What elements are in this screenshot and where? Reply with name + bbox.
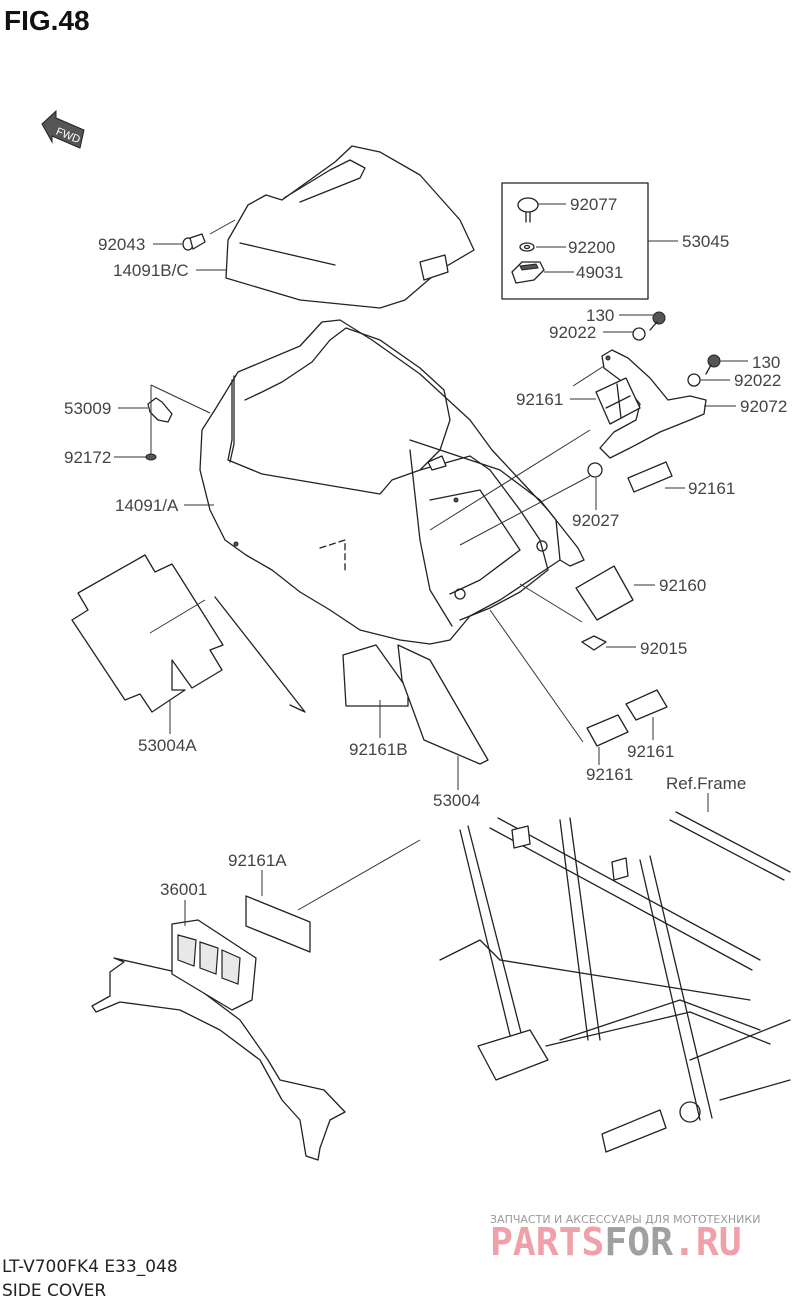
part-label-92022-lower: 92022 (734, 371, 781, 390)
part-label-92200: 92200 (568, 238, 615, 257)
model-code: LT-V700FK4 E33_048 (2, 1257, 178, 1277)
nut-92015-icon (581, 635, 607, 651)
part-label-92077: 92077 (570, 195, 617, 214)
part-label-14091a: 14091/A (115, 496, 179, 515)
part-label-92161-lower-left: 92161 (586, 765, 633, 784)
part-label-49031: 49031 (576, 263, 623, 282)
part-label-92022-upper: 92022 (549, 323, 596, 342)
part-label-14091bc: 14091B/C (113, 261, 189, 280)
part-label-92161a: 92161A (228, 851, 287, 870)
watermark-brand-part3: .RU (673, 1220, 742, 1264)
screw-92043 (182, 233, 206, 251)
label-92161-lower-right (625, 689, 668, 721)
clip-49031-icon (511, 261, 545, 284)
part-label-92043: 92043 (98, 235, 145, 254)
screw-92172-icon (145, 453, 157, 461)
washer-92022-upper-icon (632, 327, 646, 341)
part-label-130-lower: 130 (752, 353, 780, 372)
part-label-92072: 92072 (740, 397, 787, 416)
watermark-brand-part1: PARTS (490, 1220, 604, 1264)
part-label-92161-bracket: 92161 (516, 390, 563, 409)
part-label-92161-right: 92161 (688, 479, 735, 498)
heat-shield-53004 (397, 644, 489, 765)
label-92160 (575, 565, 634, 621)
insulator-pad-53004a (71, 554, 306, 713)
forward-arrow-icon: FWD (41, 109, 85, 149)
part-label-92015: 92015 (640, 639, 687, 658)
bolt-130-upper-icon (649, 311, 666, 331)
fastener-92077-icon (517, 197, 539, 223)
label-92161-right (627, 461, 673, 493)
watermark-brand-part2: FOR (604, 1220, 673, 1264)
part-label-92027: 92027 (572, 511, 619, 530)
washer-92022-lower-icon (687, 373, 701, 387)
label-92161a (245, 895, 311, 953)
part-label-53004: 53004 (433, 791, 480, 810)
section-name: SIDE COVER (2, 1281, 106, 1301)
watermark-brand: PARTSFOR.RU (490, 1220, 742, 1264)
washer-92200-icon (519, 242, 535, 252)
part-label-92172: 92172 (64, 448, 111, 467)
frame-reference (439, 811, 791, 1153)
bracket-92072 (595, 349, 707, 459)
part-label-53045: 53045 (682, 232, 729, 251)
main-side-cover (199, 319, 585, 645)
part-label-53009: 53009 (64, 399, 111, 418)
leader-lines (114, 203, 748, 926)
part-label-53004a: 53004A (138, 736, 197, 755)
part-label-92160: 92160 (659, 576, 706, 595)
label-92161b (342, 644, 409, 707)
part-label-130-upper: 130 (586, 306, 614, 325)
part-label-92161-lower-right: 92161 (627, 742, 674, 761)
air-duct-36001 (91, 919, 346, 1161)
clip-53009-icon (147, 384, 211, 455)
part-label-ref-frame: Ref.Frame (666, 774, 746, 793)
figure-title: FIG.48 (4, 5, 90, 36)
part-label-36001: 36001 (160, 880, 207, 899)
bolt-130-lower-icon (705, 354, 721, 375)
watermark-tagline: ЗАПЧАСТИ И АКСЕССУАРЫ ДЛЯ МОТОТЕХНИКИ (490, 1213, 760, 1226)
part-label-92161b: 92161B (349, 740, 408, 759)
grommet-92027-icon (587, 462, 603, 478)
upper-side-cover (209, 145, 475, 309)
label-92161-lower-left (586, 714, 629, 747)
